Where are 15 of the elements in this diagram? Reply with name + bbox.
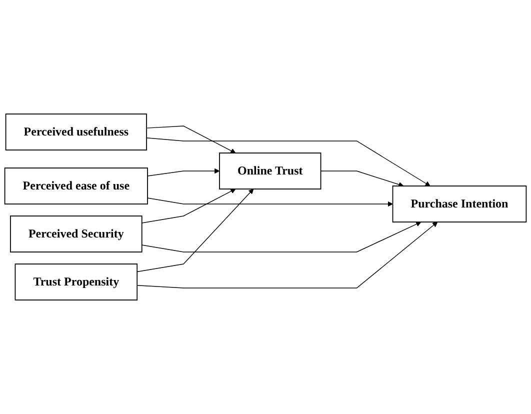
arrow <box>147 198 393 207</box>
node-box: Trust Propensity <box>14 264 138 300</box>
arrow <box>142 188 236 224</box>
arrow <box>146 126 236 154</box>
arrow <box>136 188 254 272</box>
arrow <box>320 170 404 188</box>
node-box: Perceived usefulness <box>5 114 147 150</box>
arrow <box>136 222 438 288</box>
node-box: Online Trust <box>219 152 322 190</box>
arrow <box>147 168 220 176</box>
node-box: Perceived Security <box>10 216 142 252</box>
arrow <box>142 222 422 252</box>
node-box: Perceived ease of use <box>4 168 148 204</box>
node-box: Purchase Intention <box>392 186 527 222</box>
arrow <box>146 138 430 186</box>
